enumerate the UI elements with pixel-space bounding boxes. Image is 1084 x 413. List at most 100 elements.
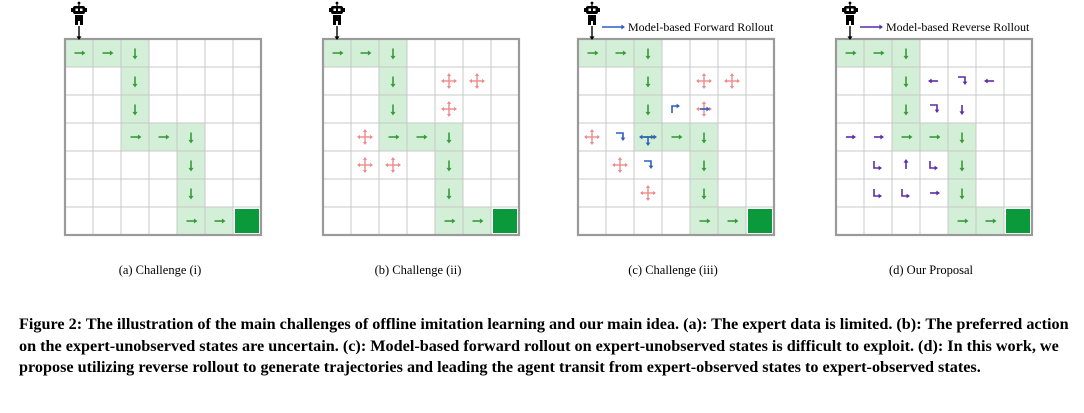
arrow-head [962, 81, 968, 85]
arrow-head [676, 103, 680, 109]
bent-arrow-icon [873, 189, 880, 197]
uncertain-action-icon [584, 129, 600, 145]
panel-a: (a) Challenge (i) [50, 0, 321, 290]
uncertain-action-icon [357, 129, 373, 145]
robot-icon [71, 1, 87, 40]
arrow-head [880, 50, 885, 56]
arrow-head [706, 106, 710, 112]
subcaption-a: (a) Challenge (i) [118, 263, 202, 277]
uncertain-action-icon [357, 157, 373, 173]
uncertain-action-icon [612, 157, 628, 173]
arrow-head [612, 162, 615, 168]
arrow-head [645, 142, 651, 146]
arrow-head [334, 36, 340, 40]
grid-border [576, 37, 776, 237]
arrow-head [137, 134, 142, 140]
grid-c: Model-based Forward Rollout [576, 1, 776, 237]
arrow-head [729, 86, 735, 89]
arrow-head [188, 167, 194, 172]
arrow-head [132, 111, 138, 116]
arrow-head [446, 167, 452, 172]
panel-b: (b) Challenge (ii) [308, 0, 579, 290]
arrow-head [706, 218, 711, 224]
grid-border [63, 37, 263, 237]
arrow-head [446, 114, 452, 117]
arrow-head [482, 78, 485, 84]
uncertain-action-icon [696, 73, 712, 89]
goal-cell [493, 209, 517, 233]
arrow-head [339, 50, 344, 56]
arrow-head [109, 50, 114, 56]
subcaption-b: (b) Challenge (ii) [374, 263, 462, 277]
arrow-head [357, 162, 360, 168]
arrow-head [936, 134, 941, 140]
arrow-head [446, 73, 452, 76]
arrow-head [621, 24, 625, 30]
arrow-head [701, 86, 707, 89]
goal-cell [748, 209, 772, 233]
arrow-head [639, 134, 643, 140]
arrow-head [959, 195, 965, 200]
arrow-head [729, 73, 735, 76]
arrow-head [984, 78, 988, 84]
grid-border [321, 37, 521, 237]
arrow-head [617, 157, 623, 160]
arrow-head [645, 198, 651, 201]
arrow-head [132, 55, 138, 60]
bent-arrow-icon [873, 161, 880, 169]
arrow-head [479, 218, 484, 224]
arrow-head [370, 162, 373, 168]
arrow-head [852, 134, 856, 140]
arrow-head [81, 50, 86, 56]
legend-label: Model-based Forward Rollout [628, 20, 774, 34]
arrow-head [390, 170, 396, 173]
arrow-head [701, 101, 707, 104]
bent-arrow-icon [929, 161, 936, 169]
bent-arrow-icon [671, 105, 678, 113]
legend-label: Model-based Reverse Rollout [886, 20, 1030, 34]
arrow-head [395, 134, 400, 140]
goal-cell [235, 209, 259, 233]
bent-arrow-icon [930, 104, 938, 111]
uncertain-action-icon [640, 185, 656, 201]
arrow-head [724, 78, 727, 84]
subcaption-c: (c) Challenge (iii) [628, 263, 718, 277]
arrow-head [852, 50, 857, 56]
arrow-head [903, 83, 909, 88]
arrow-head [367, 50, 372, 56]
arrow-head [390, 83, 396, 88]
robot-icon [584, 1, 600, 40]
arrow-head [469, 78, 472, 84]
figure-caption: Figure 2: The illustration of the main c… [19, 315, 1069, 376]
arrow-head [737, 78, 740, 84]
arrow-head [446, 139, 452, 144]
grid-a [63, 1, 263, 237]
arrow-head [589, 129, 595, 132]
grid-b [321, 1, 521, 237]
arrow-head [879, 24, 883, 30]
arrow-head [474, 86, 480, 89]
arrow-head [441, 106, 444, 112]
bent-arrow-icon [901, 189, 908, 197]
uncertain-action-icon [469, 73, 485, 89]
panel-c: Model-based Forward Rollout (c) Challeng… [563, 0, 834, 290]
grid-border [834, 37, 1034, 237]
arrow-head [589, 142, 595, 145]
uncertain-action-icon [385, 157, 401, 173]
arrow-head [398, 162, 401, 168]
arrow-head [678, 134, 683, 140]
subcaption-d: (d) Our Proposal [888, 263, 973, 277]
arrow-head [617, 170, 623, 173]
arrow-head [446, 101, 452, 104]
arrow-head [188, 195, 194, 200]
arrow-head [625, 162, 628, 168]
arrow-head [594, 50, 599, 56]
arrow-head [709, 106, 712, 112]
arrow-head [362, 170, 368, 173]
arrow-head [959, 111, 965, 115]
bent-arrow-icon [616, 132, 624, 139]
arrow-head [653, 190, 656, 196]
arrow-head [936, 190, 940, 196]
arrow-head [390, 111, 396, 116]
arrow-head [928, 78, 932, 84]
